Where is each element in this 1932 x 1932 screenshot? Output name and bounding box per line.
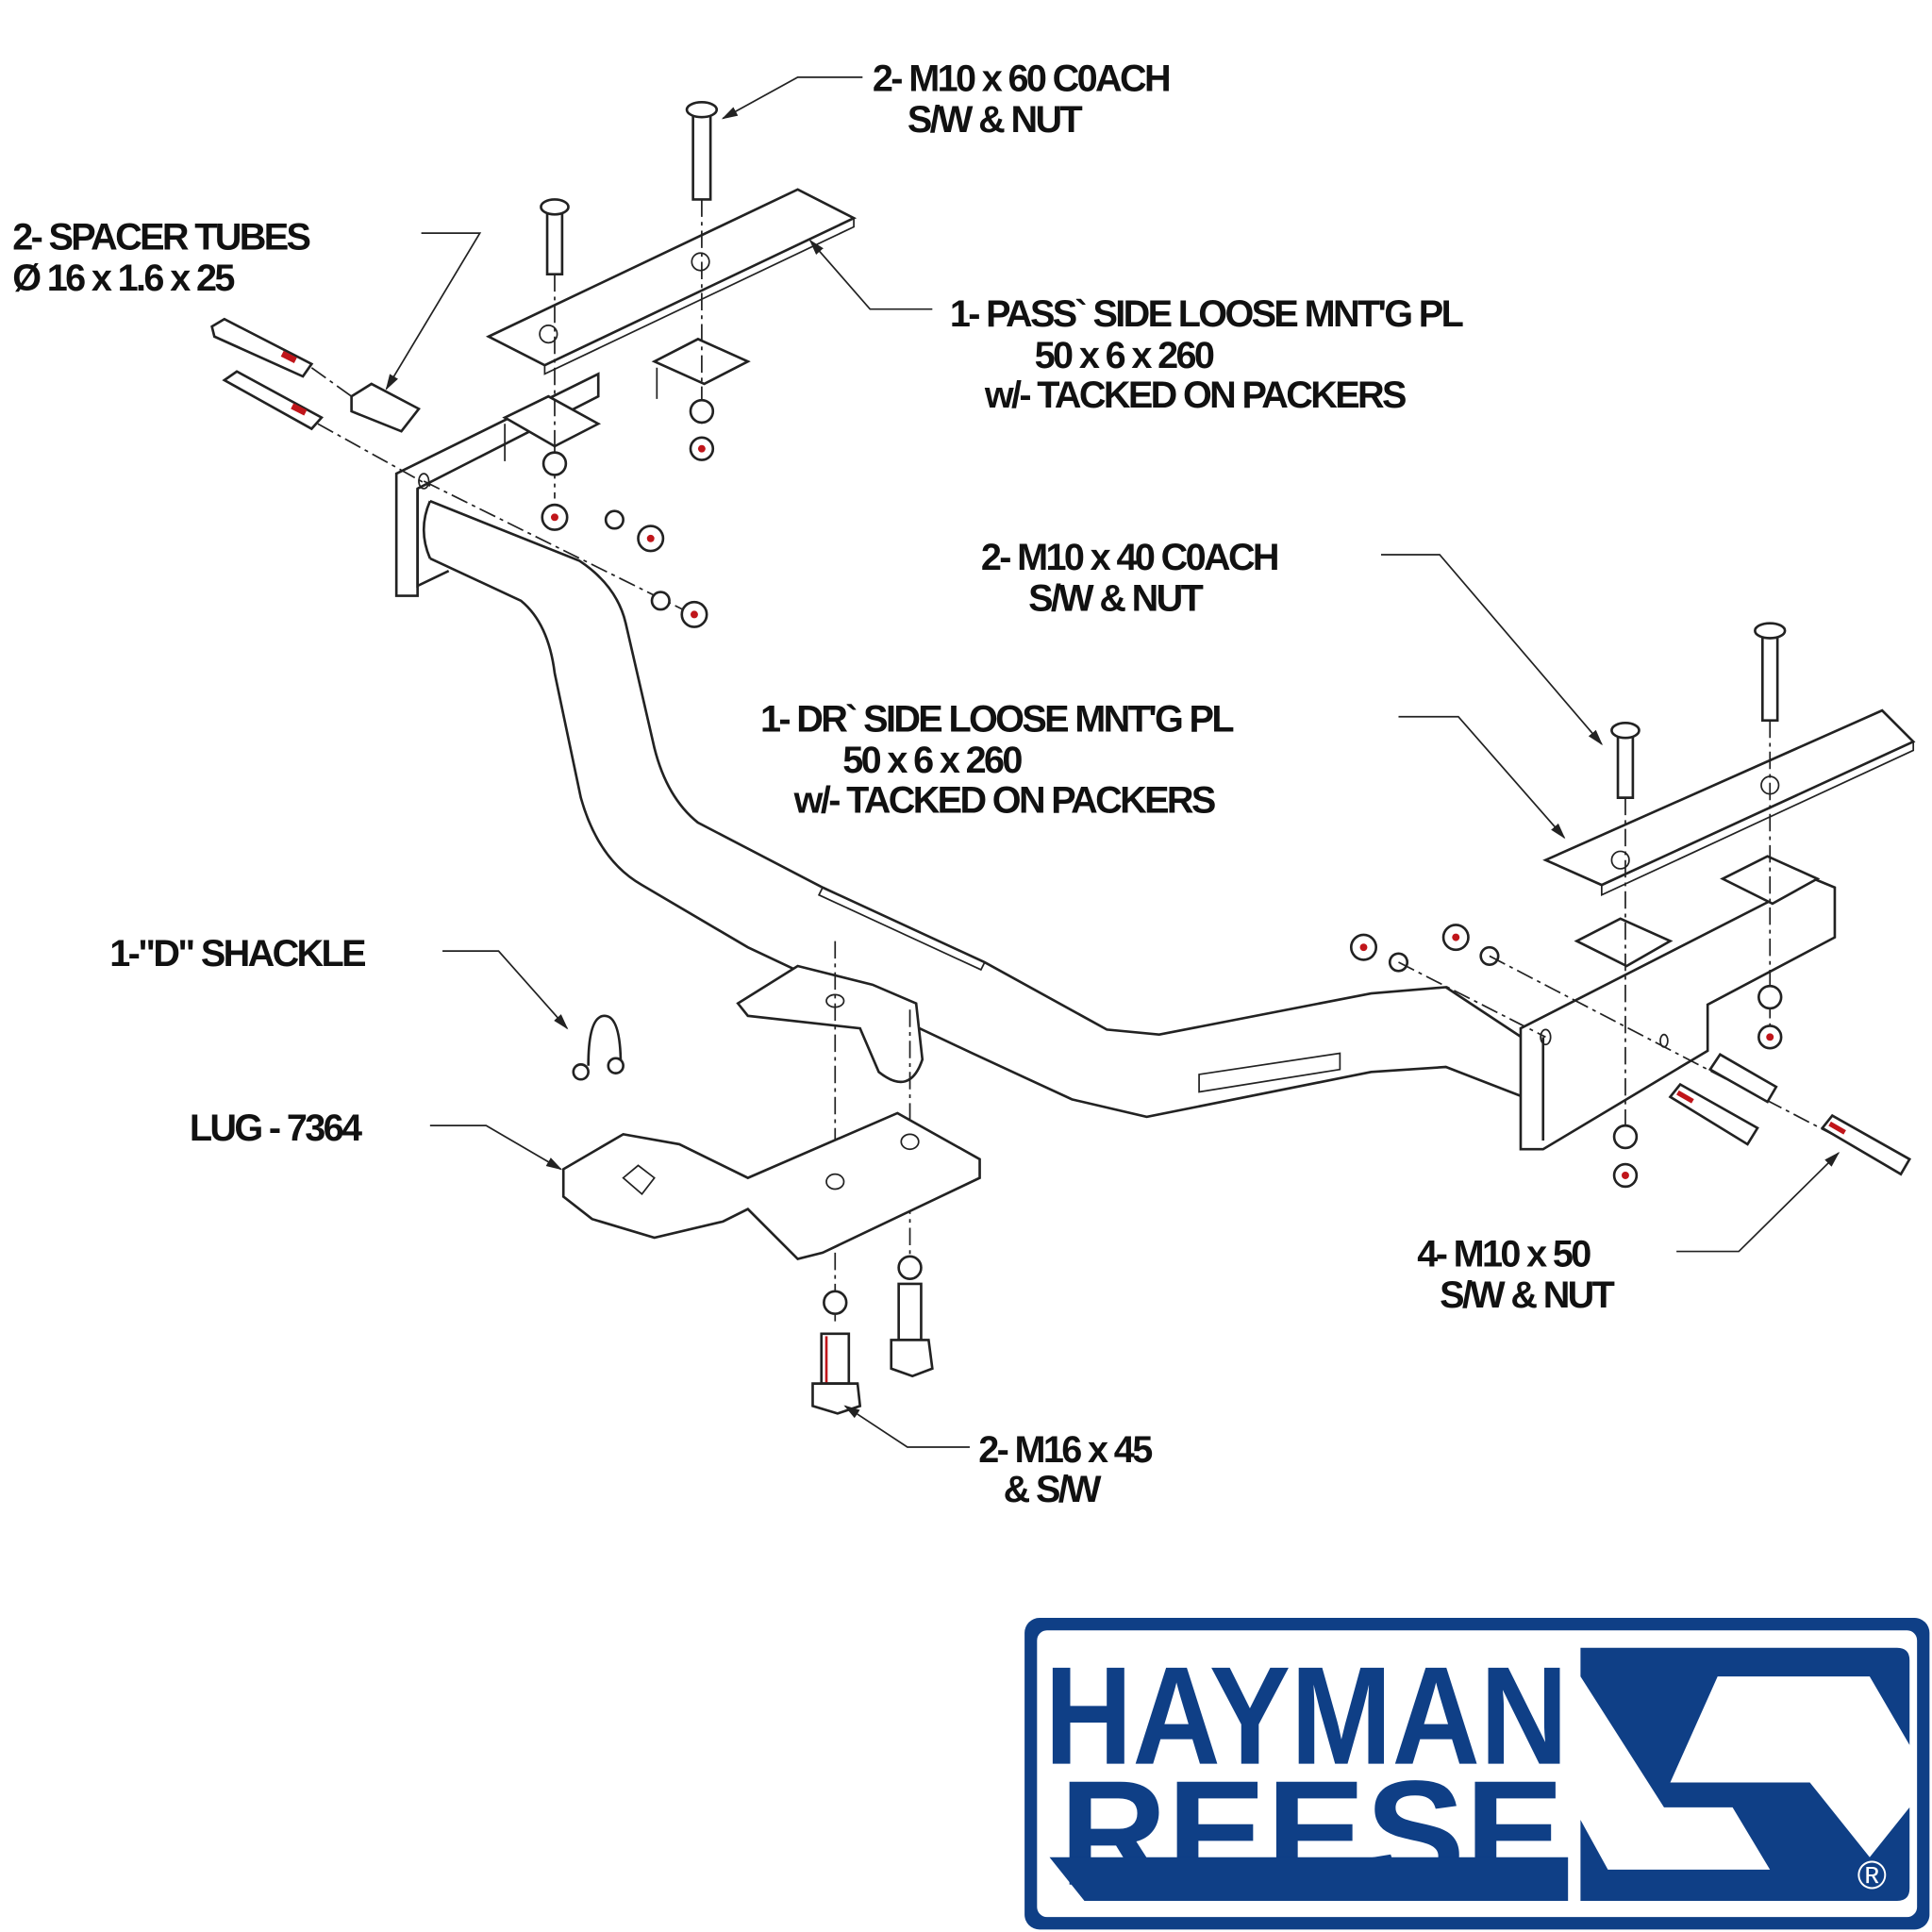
label-pass-side-plate: 1- PASS` SIDE LOOSE MNT'G PL 50 x 6 x 26…	[950, 293, 1465, 416]
label-spacer-tubes: 2- SPACER TUBES Ø 16 x 1.6 x 25	[12, 216, 312, 299]
label-line: LUG - 7364	[190, 1108, 362, 1149]
label-line: 2- M16 x 45	[978, 1429, 1152, 1471]
lug-7364	[561, 1111, 981, 1260]
label-line: 4- M10 x 50	[1417, 1233, 1591, 1274]
label-line: 2- M10 x 40 C0ACH	[981, 537, 1277, 578]
pass-side-mounting-plate	[485, 188, 858, 375]
right-side-plate	[1519, 855, 1837, 1151]
side-bolts-left	[210, 317, 708, 628]
label-line: 1- PASS` SIDE LOOSE MNT'G PL	[950, 293, 1463, 335]
side-bolts-right	[1349, 924, 1912, 1176]
label-line: w/- TACKED ON PACKERS	[793, 779, 1215, 821]
leader-lines	[385, 76, 1840, 1448]
hayman-reese-logo: HAYMAN REESE ®	[1024, 1618, 1930, 1930]
label-line: S/W & NUT	[1440, 1274, 1615, 1316]
label-line: S/W & NUT	[908, 99, 1083, 141]
label-lug: LUG - 7364	[190, 1108, 365, 1149]
label-bolts-m10x50: 4- M10 x 50 S/W & NUT	[1417, 1233, 1617, 1316]
label-dr-side-plate: 1- DR` SIDE LOOSE MNT'G PL 50 x 6 x 260 …	[760, 699, 1236, 822]
label-line: S/W & NUT	[1028, 577, 1204, 619]
label-line: 50 x 6 x 260	[842, 740, 1022, 781]
registered-mark: ®	[1857, 1853, 1887, 1897]
label-line: 1- DR` SIDE LOOSE MNT'G PL	[760, 699, 1233, 741]
label-line: w/- TACKED ON PACKERS	[984, 375, 1406, 416]
m16-bolts	[811, 1255, 934, 1415]
label-coach-bolts-60: 2- M10 x 60 C0ACH S/W & NUT	[873, 58, 1172, 141]
label-line: Ø 16 x 1.6 x 25	[12, 258, 234, 299]
label-coach-bolts-40: 2- M10 x 40 C0ACH S/W & NUT	[981, 537, 1280, 620]
d-shackle	[572, 1014, 625, 1081]
label-bolts-m16: 2- M16 x 45 & S/W	[978, 1429, 1155, 1510]
coach-bolts-m10x40	[1610, 622, 1787, 1189]
label-line: 2- M10 x 60 C0ACH	[873, 58, 1169, 99]
logo-hayman: HAYMAN	[1044, 1639, 1568, 1794]
coach-bolts-m10x60	[540, 101, 719, 531]
label-shackle: 1-"D" SHACKLE	[109, 933, 367, 974]
label-line: 1-"D" SHACKLE	[109, 933, 365, 974]
label-line: 50 x 6 x 260	[1035, 335, 1214, 376]
logo-s-mark	[1580, 1647, 1910, 1901]
label-line: 2- SPACER TUBES	[12, 216, 309, 258]
dr-side-mounting-plate	[1542, 708, 1916, 897]
label-line: & S/W	[1004, 1469, 1102, 1510]
